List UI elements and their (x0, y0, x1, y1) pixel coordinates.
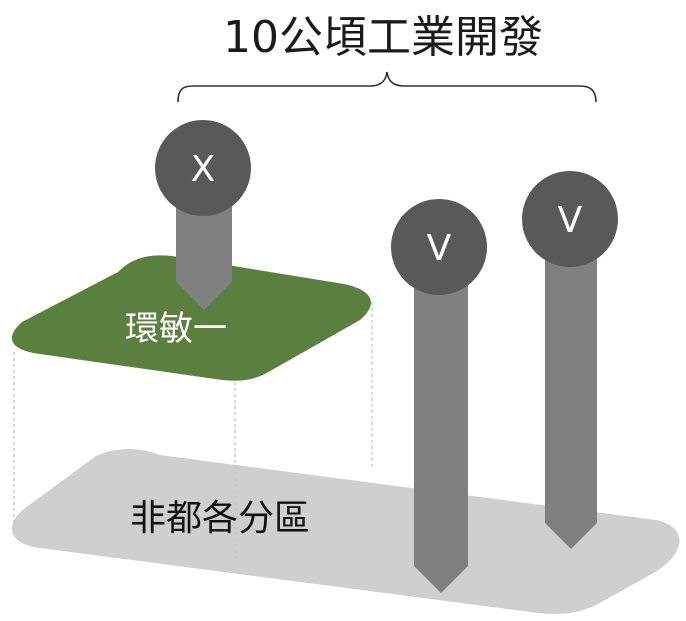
marker-v-middle-stem (414, 270, 468, 593)
marker-x-circle (155, 120, 251, 216)
marker-v-right-circle (522, 171, 618, 267)
dashed-connectors (13, 302, 373, 560)
marker-v-right-label: V (558, 200, 583, 241)
marker-v-middle: V (391, 199, 487, 593)
top-zone-shape (11, 255, 371, 381)
marker-v-middle-label: V (427, 228, 452, 269)
base-zone-label: 非都各分區 (130, 498, 310, 539)
marker-x-stem (176, 204, 232, 310)
base-zone-shape (11, 449, 680, 614)
top-zone-label: 環敏一 (125, 309, 227, 349)
marker-v-right: V (522, 171, 618, 549)
marker-x: X (155, 120, 251, 310)
marker-v-middle-circle (391, 199, 487, 295)
marker-v-right-stem (545, 240, 597, 549)
title-bracket (177, 71, 597, 103)
diagram-title: 10公頃工業開發 (223, 12, 543, 63)
marker-x-label: X (191, 149, 216, 190)
